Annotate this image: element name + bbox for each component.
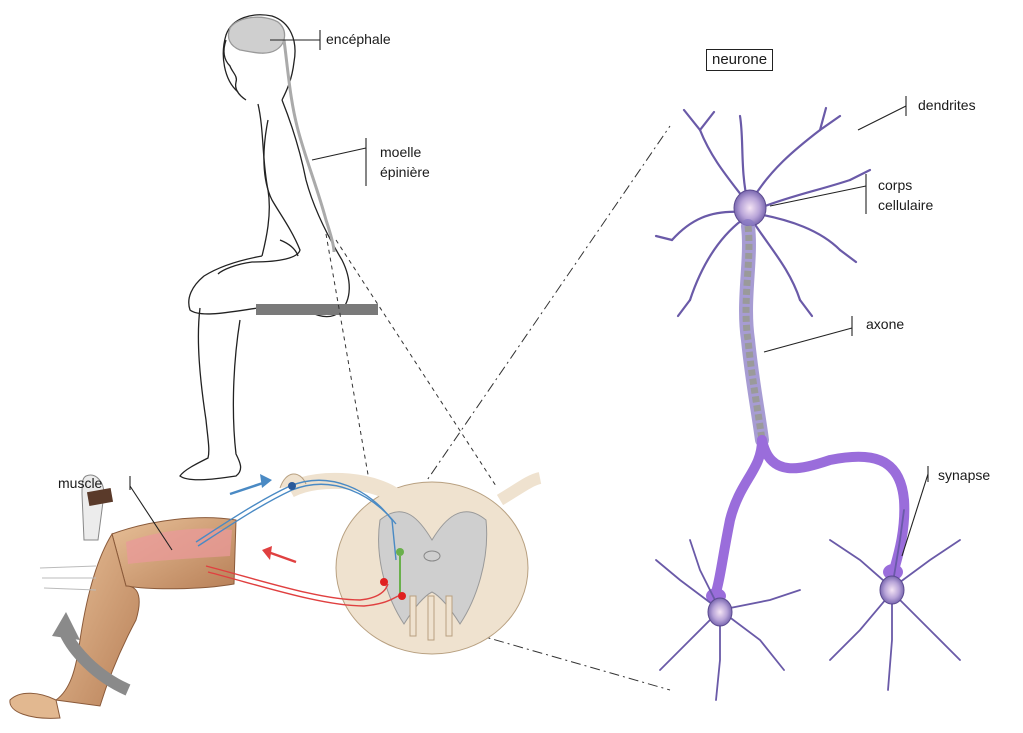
- label-dendrites: dendrites: [918, 96, 976, 114]
- zoom-connectors: [326, 234, 496, 486]
- label-synapse: synapse: [938, 466, 990, 484]
- spinal-cord-section: [280, 474, 540, 654]
- label-neurone-title: neurone: [706, 49, 773, 71]
- interneuron-cell-body: [396, 548, 404, 556]
- motor-cell-body-2: [398, 592, 406, 600]
- label-corps-line2: cellulaire: [878, 196, 933, 214]
- seated-person: [180, 15, 349, 480]
- label-encephale: encéphale: [326, 30, 391, 48]
- label-corps-line1: corps: [878, 176, 912, 194]
- label-muscle: muscle: [58, 474, 102, 492]
- seat: [256, 304, 378, 315]
- label-moelle-line2: épinière: [380, 163, 430, 181]
- motor-cell-body: [380, 578, 388, 586]
- label-moelle-line1: moelle: [380, 143, 421, 161]
- leg-illustration: [10, 475, 236, 718]
- sensory-cell-body: [288, 482, 296, 490]
- label-axone: axone: [866, 315, 904, 333]
